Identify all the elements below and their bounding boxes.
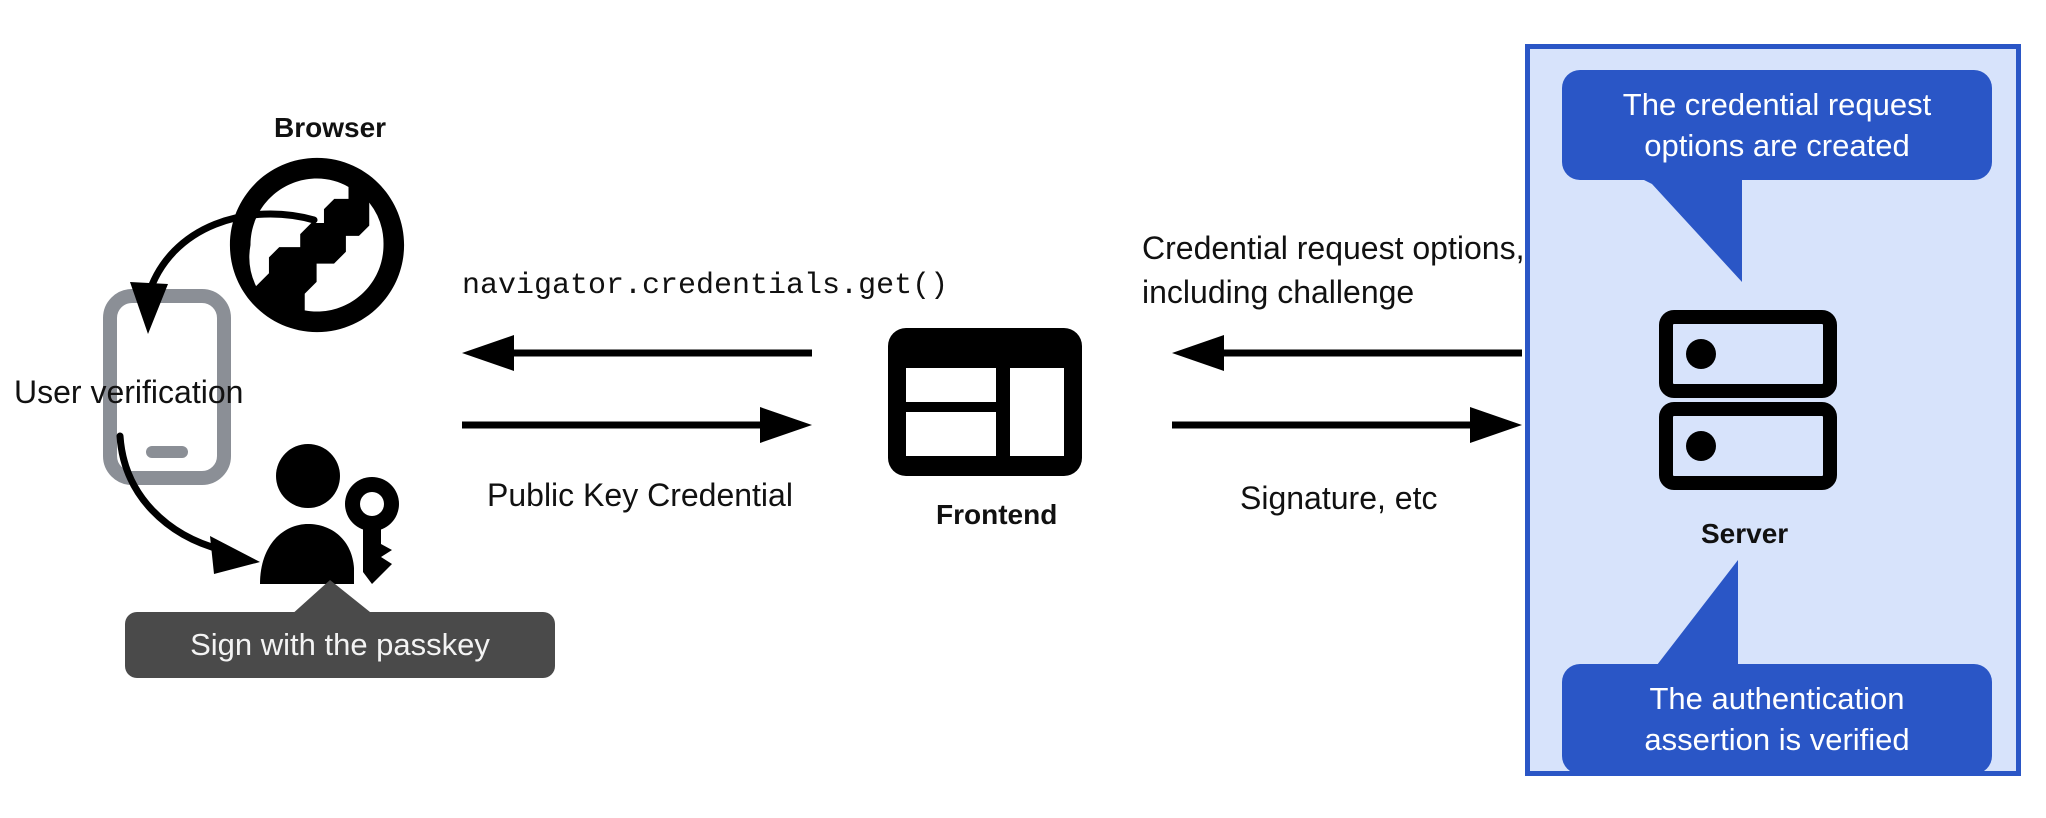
server-label: Server xyxy=(1701,518,1789,549)
credential-request-options-label-line1: Credential request options, xyxy=(1142,230,1525,266)
server-to-frontend-arrow xyxy=(1172,335,1522,371)
frontend-to-server-arrow xyxy=(1172,407,1522,443)
options-created-callout-text: The credential request options are creat… xyxy=(1622,87,1932,163)
frontend-to-browser-arrow xyxy=(462,335,812,371)
user-verification-label: User verification xyxy=(14,374,244,410)
assertion-verified-callout: The authentication assertion is verified xyxy=(1562,664,1992,774)
server-rack-icon xyxy=(1659,310,1837,490)
browser-to-frontend-arrow xyxy=(462,407,812,443)
frontend-label: Frontend xyxy=(936,499,1058,530)
phone-to-user-arrow xyxy=(110,432,310,592)
browser-to-phone-arrow xyxy=(100,200,320,360)
signature-etc-label: Signature, etc xyxy=(1240,480,1438,516)
public-key-credential-label: Public Key Credential xyxy=(487,477,793,513)
person-with-key-icon xyxy=(248,440,438,600)
globe-icon xyxy=(222,150,412,340)
passkey-callout-tail xyxy=(125,580,555,680)
credential-request-options-label-line2: including challenge xyxy=(1142,274,1415,310)
web-layout-icon xyxy=(888,328,1082,476)
navigator-call-label: navigator.credentials.get() xyxy=(462,269,949,303)
browser-label: Browser xyxy=(274,112,387,143)
options-created-callout: The credential request options are creat… xyxy=(1562,70,1992,180)
sign-with-passkey-callout: Sign with the passkey xyxy=(125,612,555,678)
sign-with-passkey-text: Sign with the passkey xyxy=(190,627,490,662)
options-created-callout-tail xyxy=(1560,160,1860,295)
mobile-phone-icon xyxy=(103,289,231,485)
assertion-verified-callout-text: The authentication assertion is verified xyxy=(1644,681,1910,757)
